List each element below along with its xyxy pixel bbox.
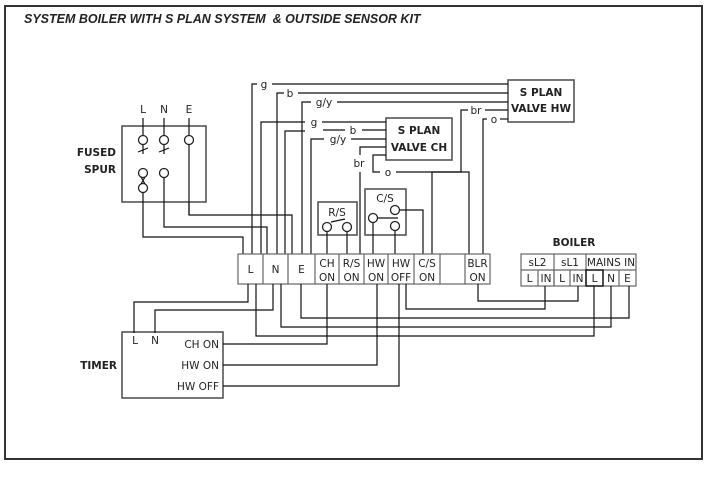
boiler-terminal-label: L — [527, 273, 533, 285]
timer-output-hw-on: HW ON — [181, 360, 219, 372]
wire-label-hw-g: g — [261, 79, 268, 91]
wire-label-ch-o: o — [385, 167, 391, 179]
spur-terminal — [158, 167, 170, 179]
valve-hw-box — [507, 79, 575, 123]
terminal-label-top: N — [272, 264, 280, 276]
terminal-label-bottom: ON — [343, 272, 359, 284]
wire-label-hw-gy: g/y — [316, 97, 332, 109]
timer-box — [121, 331, 224, 399]
boiler-label: BOILER — [553, 237, 596, 249]
boiler-terminal-label: IN — [541, 273, 552, 285]
boiler-terminal-label: N — [607, 273, 615, 285]
fused-spur-label-2: SPUR — [84, 164, 116, 176]
wire-label-ch-br: br — [354, 158, 366, 170]
timer: TIMER L N CH ON HW ON HW OFF — [80, 284, 400, 399]
boiler-terminal-label: IN — [573, 273, 584, 285]
boiler-terminal-label: L — [592, 273, 598, 285]
timer-output-ch-on: CH ON — [184, 339, 219, 351]
fused-spur: FUSED SPUR L N E — [77, 104, 293, 254]
spur-input-l: L — [140, 104, 146, 116]
fused-spur-label-1: FUSED — [77, 147, 116, 159]
room-stat-terminal — [341, 221, 353, 233]
terminal-label-top: L — [248, 264, 254, 276]
valve-hw-label-1: S PLAN — [520, 87, 563, 99]
spur-terminal — [158, 134, 170, 146]
spur-terminal — [137, 167, 149, 179]
cylinder-stat-terminal — [389, 204, 401, 216]
boiler-terminal-label: E — [624, 273, 631, 285]
timer-input-n: N — [151, 335, 159, 347]
room-stat-terminal — [321, 221, 333, 233]
terminal-label-bottom: OFF — [391, 272, 411, 284]
boiler-group-label: MAINS IN — [587, 257, 635, 269]
terminal-strip: L N E CH ON R/S ON HW ON HW OFF C/S ON BLR ON — [237, 253, 491, 285]
timer-input-l: L — [132, 335, 138, 347]
terminal-label-top: BLR — [467, 258, 487, 270]
terminal-label-top: R/S — [343, 258, 361, 270]
boiler-group-label: sL2 — [528, 257, 546, 269]
spur-terminal — [183, 134, 195, 146]
cylinder-stat: C/S — [364, 188, 424, 254]
valve-ch: S PLAN VALVE CH g b g/y br o — [260, 117, 470, 254]
spur-terminal — [137, 134, 149, 146]
terminal-label-bottom: ON — [319, 272, 335, 284]
cylinder-stat-label: C/S — [376, 193, 394, 205]
room-stat-label: R/S — [328, 207, 346, 219]
spur-input-n: N — [160, 104, 168, 116]
wire-label-hw-br: br — [471, 105, 483, 117]
valve-ch-box — [385, 117, 453, 161]
cylinder-stat-terminal — [389, 220, 401, 232]
wire-label-ch-b: b — [350, 125, 357, 137]
terminal-label-bottom: ON — [469, 272, 485, 284]
wire-label-hw-o: o — [491, 114, 497, 126]
boiler-terminal-label: L — [559, 273, 565, 285]
spur-terminal — [137, 182, 149, 194]
timer-label: TIMER — [80, 360, 117, 372]
wire-label-hw-b: b — [287, 88, 294, 100]
terminal-label-bottom: ON — [368, 272, 384, 284]
terminal-label-bottom: ON — [419, 272, 435, 284]
boiler-wiring — [255, 284, 630, 337]
wire-label-ch-gy: g/y — [330, 134, 346, 146]
boiler-group-label: sL1 — [561, 257, 579, 269]
terminal-label-top: HW — [392, 258, 411, 270]
terminal-label-top: HW — [367, 258, 386, 270]
terminal-label-top: CH — [319, 258, 334, 270]
wire-label-ch-g: g — [311, 117, 318, 129]
valve-hw: S PLAN VALVE HW g b g/y br o — [251, 79, 575, 254]
spur-input-e: E — [186, 104, 193, 116]
timer-output-hw-off: HW OFF — [177, 381, 219, 393]
diagram-title: SYSTEM BOILER WITH S PLAN SYSTEM & OUTSI… — [24, 12, 421, 26]
room-stat: R/S — [317, 201, 358, 254]
valve-ch-label-1: S PLAN — [398, 125, 441, 137]
cylinder-stat-terminal — [367, 212, 379, 224]
valve-hw-label-2: VALVE HW — [511, 103, 572, 115]
valve-ch-label-2: VALVE CH — [391, 142, 447, 154]
terminal-label-top: E — [298, 264, 305, 276]
terminal-label-top: C/S — [418, 258, 436, 270]
